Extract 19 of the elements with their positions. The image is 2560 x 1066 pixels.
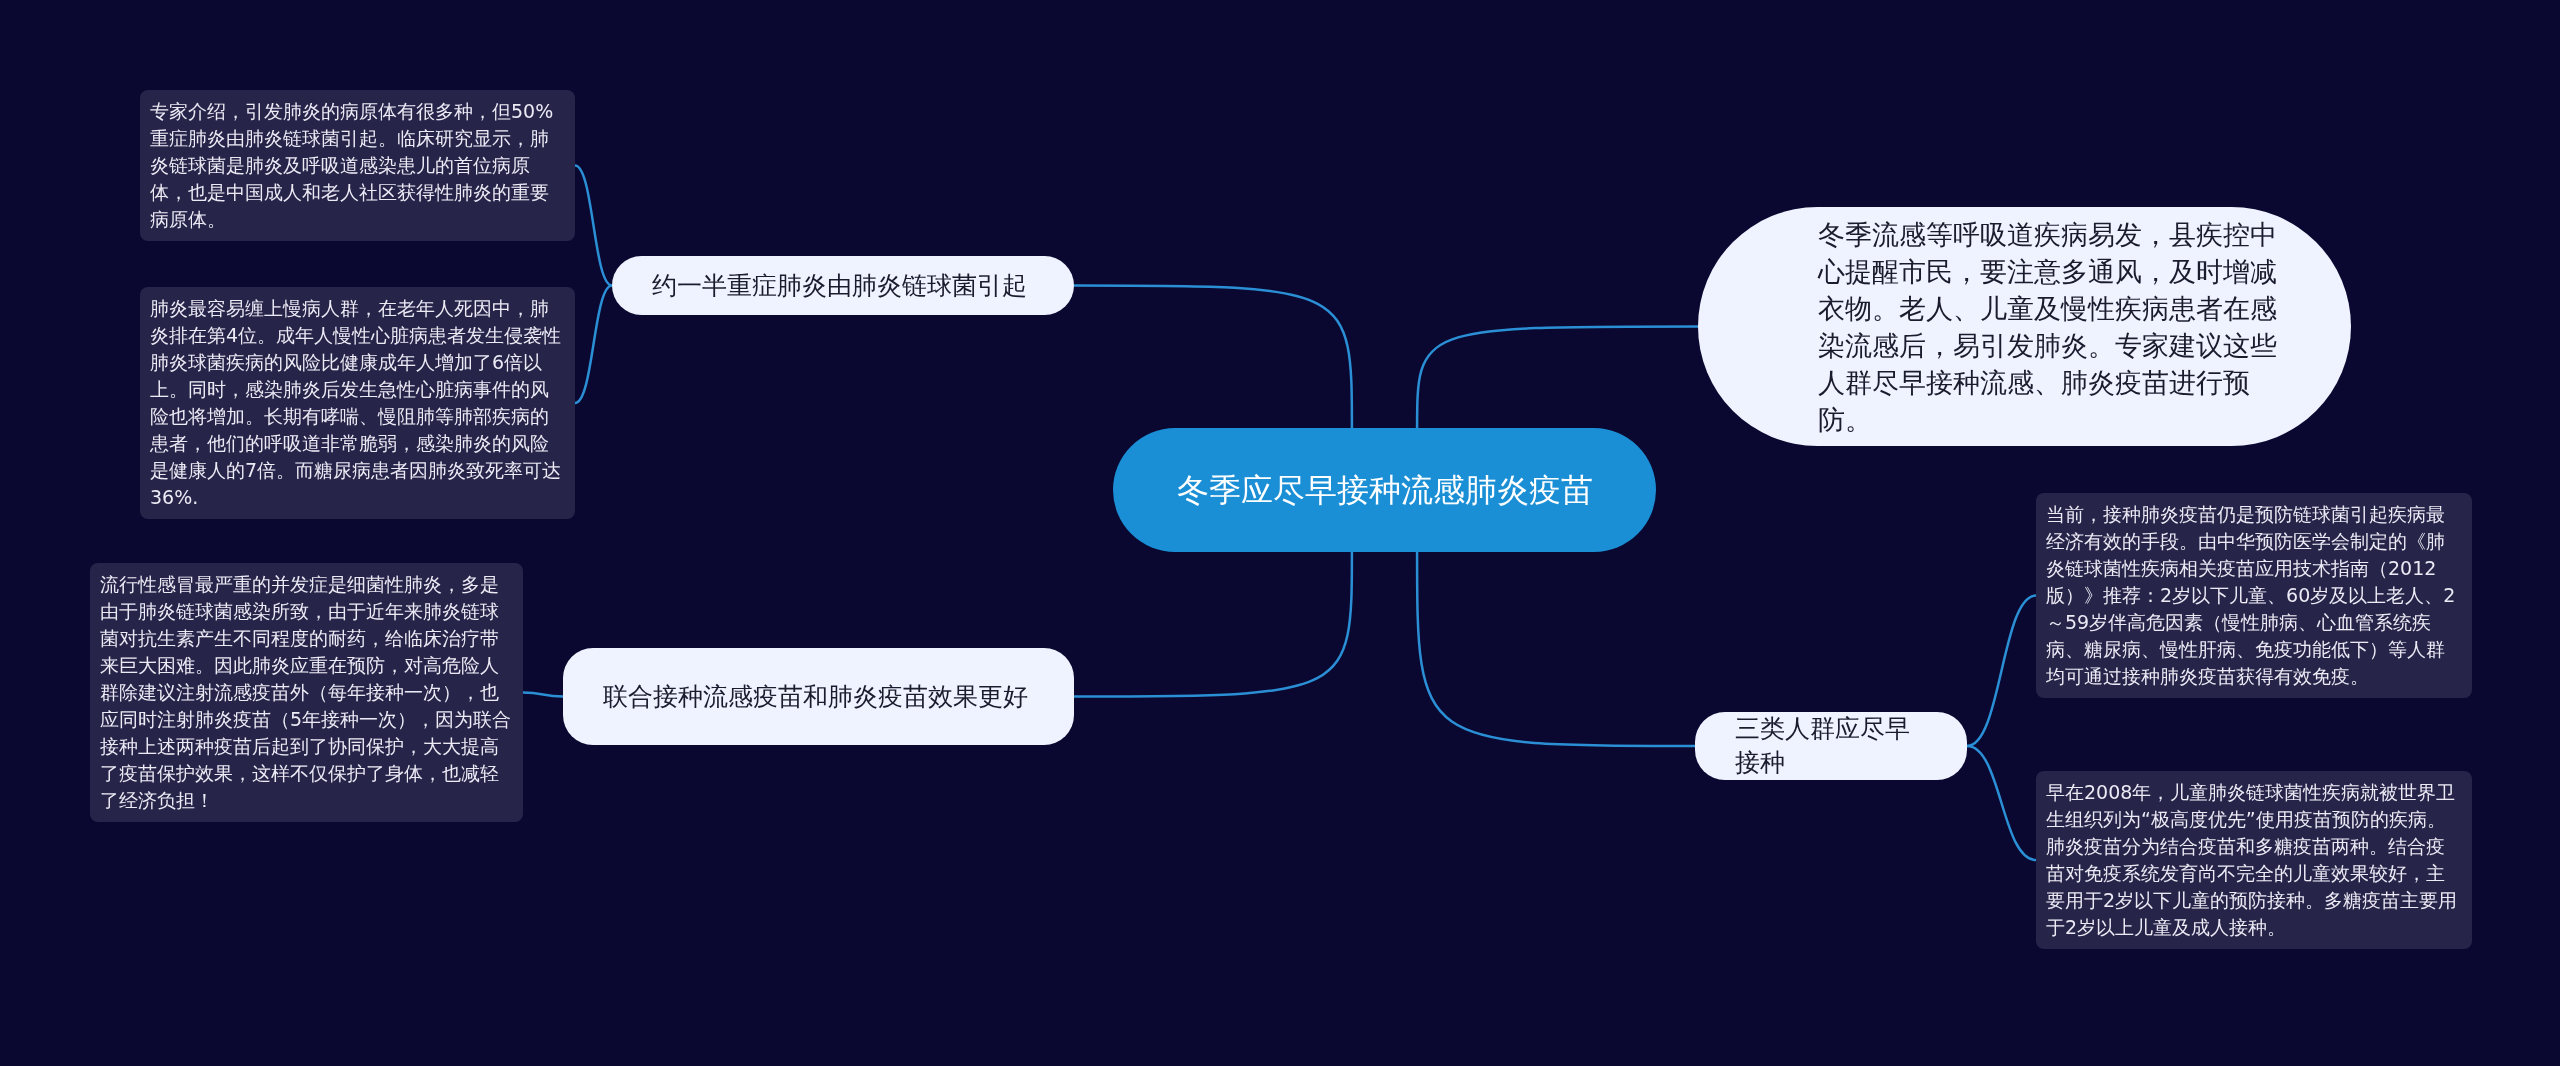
connector-line: [574, 284, 613, 405]
topic-pill: 三类人群应尽早接种: [1695, 712, 1967, 780]
note-card: 当前，接种肺炎疫苗仍是预防链球菌引起疾病最经济有效的手段。由中华预防医学会制定的《肺炎链球菌性疾病相关疫苗应用技术指南（2012版）》推荐：2岁以下儿童、60岁及以上老人、2～59岁伴高危因素（慢性肺病、心血管系统疾病、糖尿病、慢性肝病、免疫功能低下）等人群均可通过接种肺炎疫苗获得有效免疫。: [2036, 493, 2472, 698]
connector-line: [1074, 284, 1354, 430]
central-topic: 冬季应尽早接种流感肺炎疫苗: [1113, 428, 1656, 552]
connector-line: [1966, 744, 2037, 862]
topic-bubble: 冬季流感等呼吸道疾病易发，县疾控中心提醒市民，要注意多通风，及时增减衣物。老人、儿童及慢性疾病患者在感染流感后，易引发肺炎。专家建议这些人群尽早接种流感、肺炎疫苗进行预防。: [1698, 207, 2351, 446]
connector-line: [522, 691, 564, 698]
note-card: 专家介绍，引发肺炎的病原体有很多种，但50%重症肺炎由肺炎链球菌引起。临床研究显示，肺炎链球菌是肺炎及呼吸道感染患儿的首位病原体，也是中国成人和老人社区获得性肺炎的重要病原体。: [140, 90, 575, 241]
note-card: 流行性感冒最严重的并发症是细菌性肺炎，多是由于肺炎链球菌感染所致，由于近年来肺炎链球菌对抗生素产生不同程度的耐药，给临床治疗带来巨大困难。因此肺炎应重在预防，对高危险人群除建议注射流感疫苗外（每年接种一次），也应同时注射肺炎疫苗（5年接种一次），因为联合接种上述两种疫苗后起到了协同保护，大大提高了疫苗保护效果，这样不仅保护了身体，也减轻了经济负担！: [90, 563, 523, 822]
connector-line: [1074, 550, 1354, 698]
connector-line: [574, 164, 613, 287]
topic-pill: 联合接种流感疫苗和肺炎疫苗效果更好: [563, 648, 1074, 745]
topic-pill: 约一半重症肺炎由肺炎链球菌引起: [612, 256, 1074, 315]
connector-line: [1415, 325, 1698, 430]
connector-line: [1415, 550, 1695, 748]
note-card: 肺炎最容易缠上慢病人群，在老年人死因中，肺炎排在第4位。成年人慢性心脏病患者发生侵袭性肺炎球菌疾病的风险比健康成年人增加了6倍以上。同时，感染肺炎后发生急性心脏病事件的风险也将增加。长期有哮喘、慢阻肺等肺部疾病的患者，他们的呼吸道非常脆弱，感染肺炎的风险是健康人的7倍。而糖尿病患者因肺炎致死率可达36%.: [140, 287, 575, 519]
note-card: 早在2008年，儿童肺炎链球菌性疾病就被世界卫生组织列为“极高度优先”使用疫苗预防的疾病。肺炎疫苗分为结合疫苗和多糖疫苗两种。结合疫苗对免疫系统发育尚不完全的儿童效果较好，主要用于2岁以下儿童的预防接种。多糖疫苗主要用于2岁以上儿童及成人接种。: [2036, 771, 2472, 949]
connector-line: [1966, 594, 2037, 748]
